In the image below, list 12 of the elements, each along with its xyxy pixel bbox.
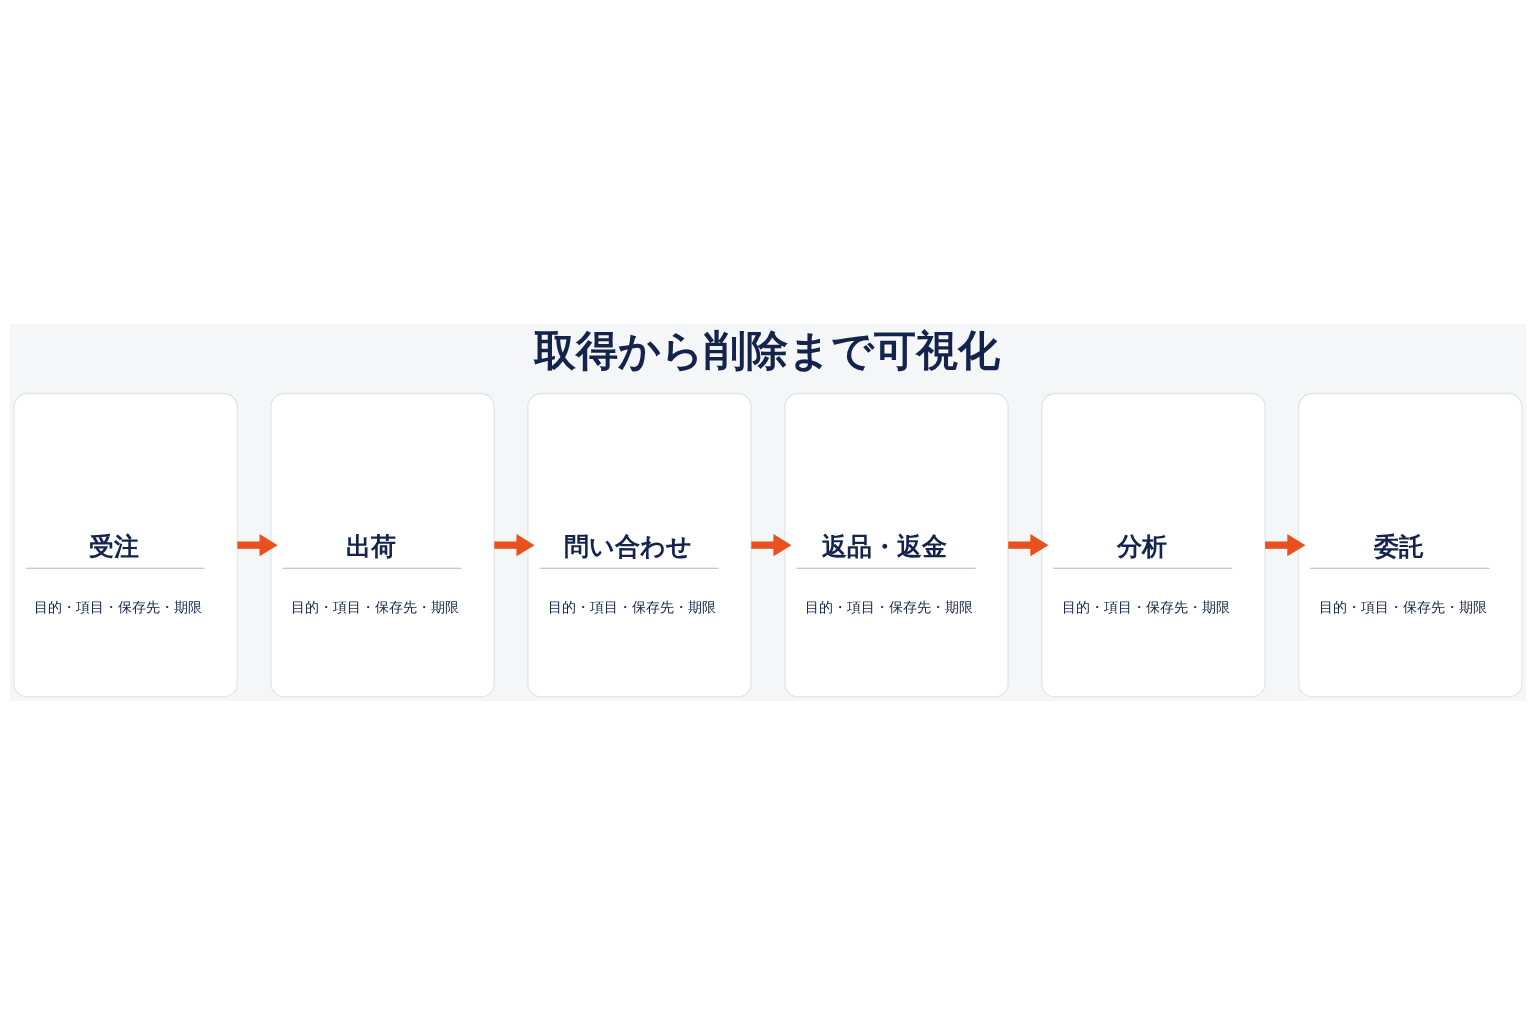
node-box: 分析 目的・項目・保存先・期限 xyxy=(1041,392,1266,697)
node-box: 受注 目的・項目・保存先・期限 xyxy=(13,392,238,697)
arrow xyxy=(1008,533,1049,556)
arrow xyxy=(751,533,792,556)
arrow xyxy=(237,533,278,556)
node-box: 出荷 目的・項目・保存先・期限 xyxy=(270,392,495,697)
node-box: 返品・返金 目的・項目・保存先・期限 xyxy=(784,392,1009,697)
node-box: 問い合わせ 目的・項目・保存先・期限 xyxy=(527,392,752,697)
node-box: 委託 目的・項目・保存先・期限 xyxy=(1298,392,1523,697)
arrow xyxy=(1265,533,1306,556)
diagram-title: 取得から削除まで可視化 xyxy=(534,325,1001,375)
arrow xyxy=(494,533,535,556)
